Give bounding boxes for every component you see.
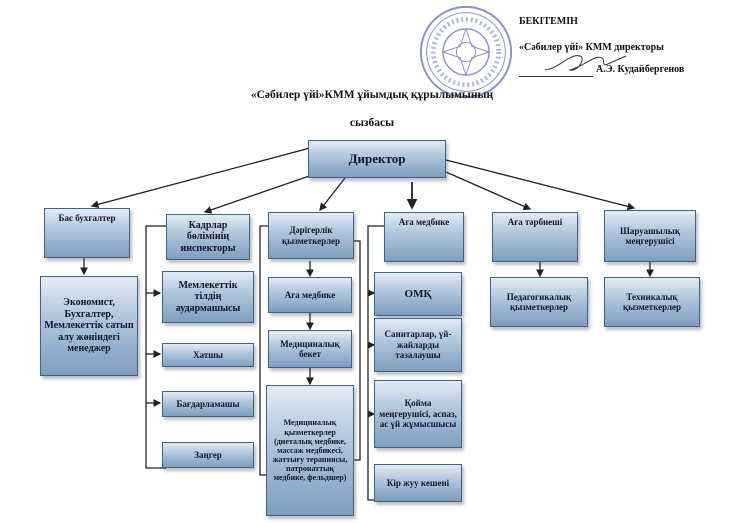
hr-item-box: Мемлекеттік тілдің аудармашысы — [162, 271, 254, 323]
approval-name: А.Э. Кудайбергенов — [596, 64, 685, 75]
household-manager-box: Шаруашылық меңгерушісі — [604, 210, 696, 262]
medical-item-box: Аға медбике — [268, 277, 352, 313]
pedagogical-staff-box: Педагогикалық қызметкерлер — [490, 277, 588, 327]
hr-inspector-box: Кадрлар бөлімінің инспекторы — [166, 214, 250, 260]
hr-item-box: Заңгер — [162, 442, 254, 468]
hr-item-box: Бағдарламашы — [162, 391, 254, 417]
approval-title: БЕКІТЕМІН — [519, 16, 578, 27]
signature-icon — [544, 55, 627, 71]
chief-accountant-box: Бас бухгалтер — [44, 208, 130, 258]
signature-line — [519, 76, 593, 77]
nurse-item-box: Санитарлар, үй-жайларды тазалаушы — [374, 318, 462, 372]
diagram-title: «Сәбилер үйі»КММ ұйымдық құрылымының — [250, 89, 494, 101]
official-seal-icon — [419, 5, 513, 99]
diagram-subtitle: сызбасы — [349, 117, 395, 129]
accounting-staff-box: Экономист, Бухгалтер, Мемлекеттік сатып … — [40, 276, 138, 376]
nurse-item-box: ОМҚ — [374, 272, 462, 316]
hr-item-box: Хатшы — [162, 343, 254, 367]
nurse-item-box: Қойма меңгерушісі, аспаз, ас үй жұмысшыс… — [374, 380, 462, 448]
medical-item-box: Медициналық бекет — [268, 330, 352, 368]
approval-position: «Сәбилер үйі» КММ директоры — [519, 42, 664, 53]
nurse-item-box: Кір жуу кешені — [374, 464, 462, 502]
medical-item-box: Медициналық қызметкерлер (диеталық медби… — [266, 385, 354, 516]
director-box: Директор — [308, 140, 446, 178]
medical-staff-head-box: Дәрігерлік қызметкерлер — [268, 212, 354, 259]
head-nurse-box: Аға медбике — [384, 212, 464, 262]
technical-staff-box: Техникалық қызметкерлер — [604, 277, 700, 327]
senior-educator-box: Аға тәрбиеші — [492, 212, 578, 262]
